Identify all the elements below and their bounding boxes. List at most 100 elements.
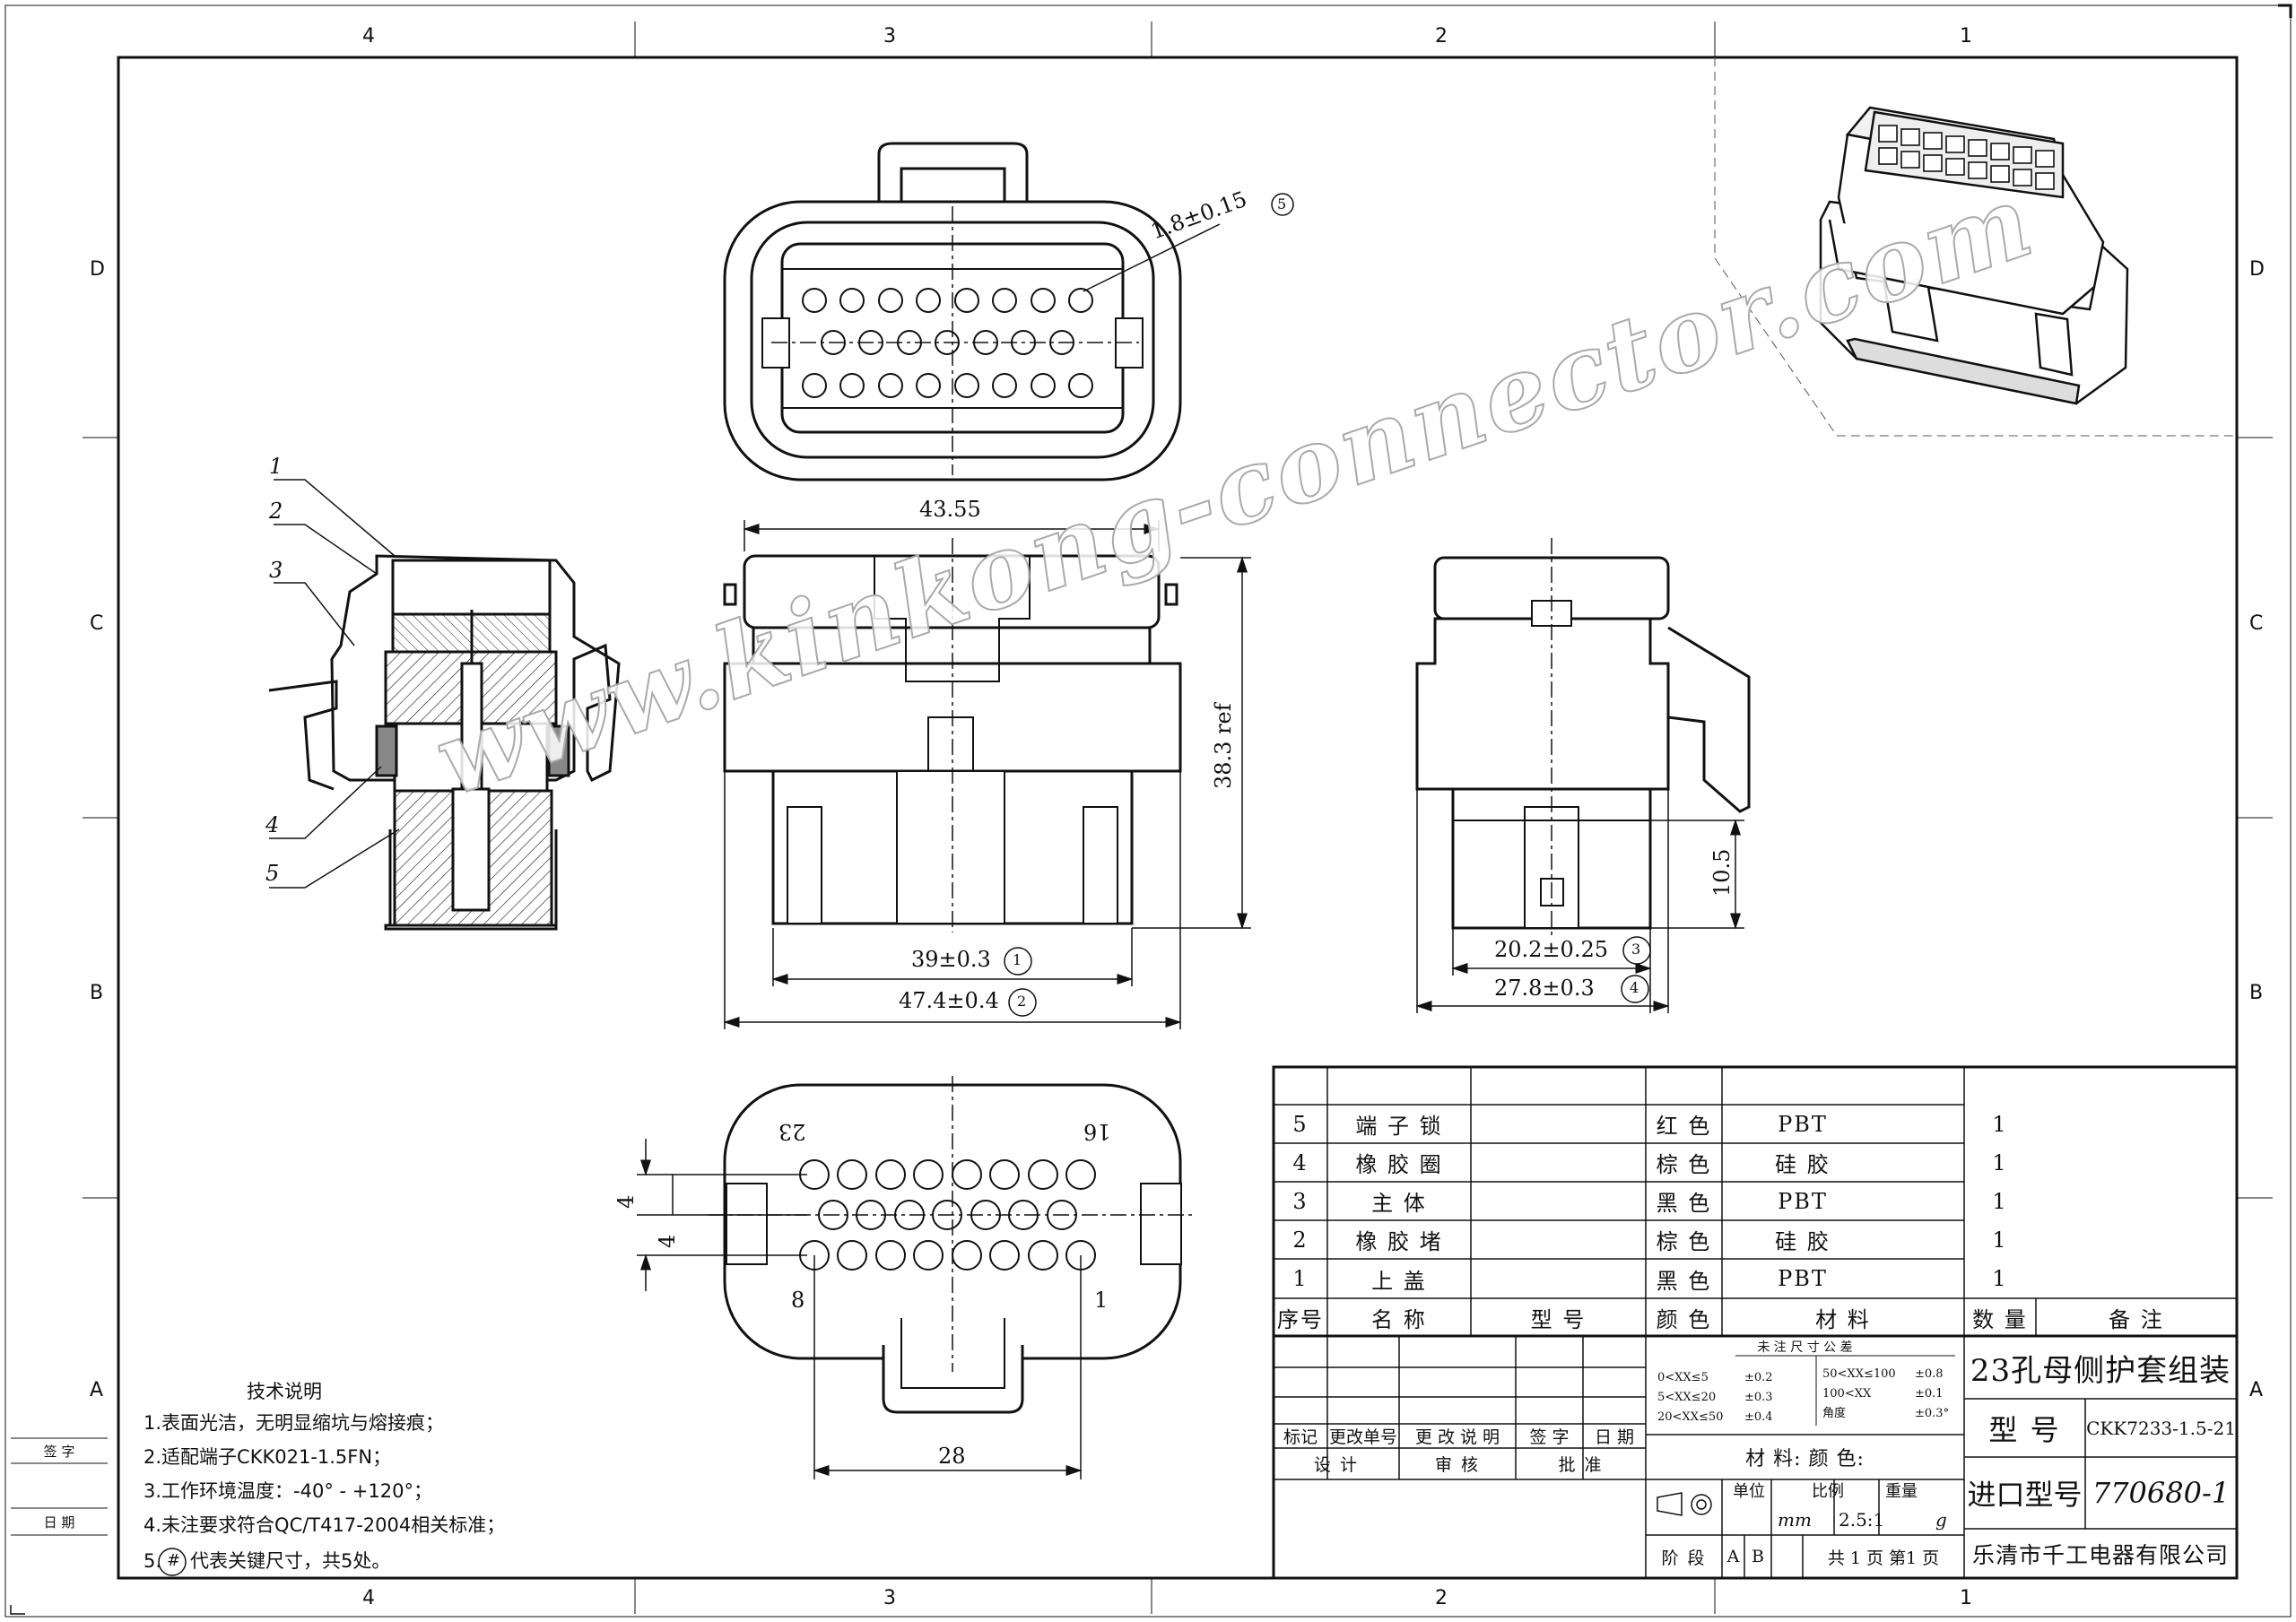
- tol-range: 角度: [1822, 1407, 1847, 1420]
- tolerance-title: 未 注 尺 寸 公 差: [1757, 1340, 1853, 1355]
- zone-top-2: 2: [1435, 25, 1448, 48]
- zone-top-3: 3: [883, 25, 896, 48]
- zone-right-B: B: [2249, 982, 2264, 1004]
- product-name: 23孔母侧护套组装: [1970, 1352, 2231, 1389]
- bom-row-color: 红 色: [1656, 1114, 1712, 1139]
- zone-left-A: A: [90, 1379, 104, 1401]
- bom-row-color: 棕 色: [1656, 1152, 1712, 1177]
- bom-row-name: 橡 胶 堵: [1355, 1229, 1443, 1254]
- stage-b: B: [1752, 1547, 1764, 1566]
- bom-row-material: PBT: [1778, 1188, 1828, 1214]
- dimension-lines: [637, 520, 1744, 1479]
- zone-bottom-2: 2: [1435, 1587, 1448, 1609]
- bom-row-color: 黑 色: [1656, 1268, 1712, 1294]
- pin-number-16: 16: [1083, 1119, 1111, 1144]
- note-line-5-prefix: 5.: [144, 1550, 162, 1572]
- bom-row-qty: 1: [1992, 1111, 2008, 1137]
- dim-bottom-28: 28: [938, 1444, 966, 1469]
- bom-row-no: 2: [1292, 1227, 1309, 1253]
- section-leader-lines: [269, 479, 400, 889]
- tol-value: ±0.3: [1744, 1391, 1773, 1404]
- bom-row-material: PBT: [1778, 1111, 1828, 1137]
- section-view: [268, 554, 621, 931]
- dim-27-ref: 4: [1630, 979, 1639, 996]
- tol-value: ±0.1: [1915, 1387, 1944, 1401]
- page-count: 共 1 页 第1 页: [1827, 1548, 1940, 1568]
- rear-cavities: [799, 1159, 1096, 1271]
- tol-range: 20<XX≤50: [1657, 1410, 1724, 1424]
- bom-row-qty: 1: [1992, 1227, 2008, 1253]
- bom-row-no: 3: [1292, 1188, 1309, 1214]
- import-label: 进口型号: [1967, 1478, 2083, 1512]
- import-value: 770680-1: [2092, 1476, 2231, 1510]
- bom-row-no: 1: [1292, 1266, 1309, 1291]
- callout-1: 1: [269, 454, 283, 479]
- callout-4: 4: [265, 812, 280, 837]
- model-label: 型 号: [1988, 1412, 2061, 1447]
- tol-value: ±0.2: [1744, 1371, 1773, 1384]
- zone-left-D: D: [90, 258, 105, 281]
- dim-47: 47.4±0.4: [899, 988, 999, 1013]
- bom-header-no: 序号: [1277, 1306, 1324, 1332]
- bom-row-material: 硅 胶: [1775, 1152, 1831, 1177]
- dim-width-43: 43.55: [919, 497, 981, 522]
- pin-number-1: 1: [1094, 1288, 1109, 1313]
- note-line-1: 1.表面光洁，无明显缩坑与熔接痕；: [144, 1412, 445, 1434]
- bom-row-name: 端 子 锁: [1355, 1114, 1443, 1139]
- callout-3: 3: [269, 558, 283, 583]
- rev-header-sign: 签 字: [1529, 1427, 1570, 1447]
- dimension-ref-circles: [158, 193, 1651, 1576]
- bom-row-name: 橡 胶 圈: [1355, 1152, 1443, 1177]
- rev-header-mark: 标记: [1283, 1427, 1318, 1447]
- scale-label: 比例: [1812, 1482, 1844, 1501]
- sign-design: 设 计: [1313, 1455, 1360, 1475]
- callout-2: 2: [269, 499, 283, 524]
- frame: [4, 4, 2292, 1618]
- signature-label: 签 字: [43, 1443, 75, 1460]
- dim-20-ref: 3: [1631, 941, 1641, 958]
- end-view: [1415, 556, 1751, 930]
- stage-label: 阶 段: [1661, 1548, 1707, 1568]
- tol-range: 5<XX≤20: [1657, 1391, 1717, 1404]
- zone-right-A: A: [2249, 1379, 2264, 1401]
- rev-header-date: 日 期: [1594, 1427, 1635, 1447]
- tol-range: 100<XX: [1822, 1387, 1872, 1401]
- dim-20: 20.2±0.25: [1494, 937, 1608, 962]
- dim-39: 39±0.3: [911, 947, 991, 972]
- sign-approve: 批 准: [1558, 1455, 1604, 1475]
- zone-left-B: B: [90, 982, 104, 1004]
- bom-row-color: 棕 色: [1656, 1229, 1712, 1254]
- tol-value: ±0.8: [1915, 1367, 1944, 1381]
- bom-row-name: 主 体: [1371, 1191, 1427, 1216]
- bom-row-qty: 1: [1992, 1188, 2008, 1214]
- bom-header-name: 名 称: [1371, 1306, 1427, 1332]
- dim-pitch-a: 4: [613, 1194, 639, 1209]
- note-line-4: 4.未注要求符合QC/T417-2004相关标准；: [144, 1514, 506, 1536]
- tol-range: 50<XX≤100: [1822, 1367, 1896, 1381]
- key-dimension-symbol: #: [167, 1551, 181, 1570]
- dim-39-ref: 1: [1013, 951, 1022, 968]
- scale-value: 2.5:1: [1839, 1509, 1885, 1531]
- bom-row-material: PBT: [1778, 1266, 1828, 1291]
- dim-27: 27.8±0.3: [1494, 976, 1595, 1001]
- bom-header-note: 备 注: [2109, 1306, 2164, 1332]
- bom-row-qty: 1: [1992, 1149, 2008, 1175]
- zone-bottom-1: 1: [1960, 1587, 1972, 1609]
- pin-number-23: 23: [778, 1119, 806, 1144]
- dim-10: 10.5: [1709, 848, 1735, 897]
- note-line-3: 3.工作环境温度：-40° - +120°；: [144, 1480, 432, 1502]
- unit-label: 单位: [1733, 1482, 1765, 1501]
- bom-row-name: 上 盖: [1371, 1268, 1427, 1294]
- company-name: 乐清市千工电器有限公司: [1971, 1541, 2229, 1568]
- zone-right-C: C: [2249, 612, 2264, 635]
- zone-bottom-4: 4: [362, 1587, 375, 1609]
- dim-47-ref: 2: [1017, 993, 1027, 1010]
- weight-label: 重量: [1885, 1482, 1918, 1501]
- zone-left-C: C: [90, 612, 104, 635]
- zone-right-D: D: [2249, 258, 2265, 281]
- tol-value: ±0.4: [1744, 1410, 1773, 1424]
- dim-pitch-b: 4: [655, 1234, 680, 1248]
- bom-row-no: 4: [1292, 1149, 1309, 1175]
